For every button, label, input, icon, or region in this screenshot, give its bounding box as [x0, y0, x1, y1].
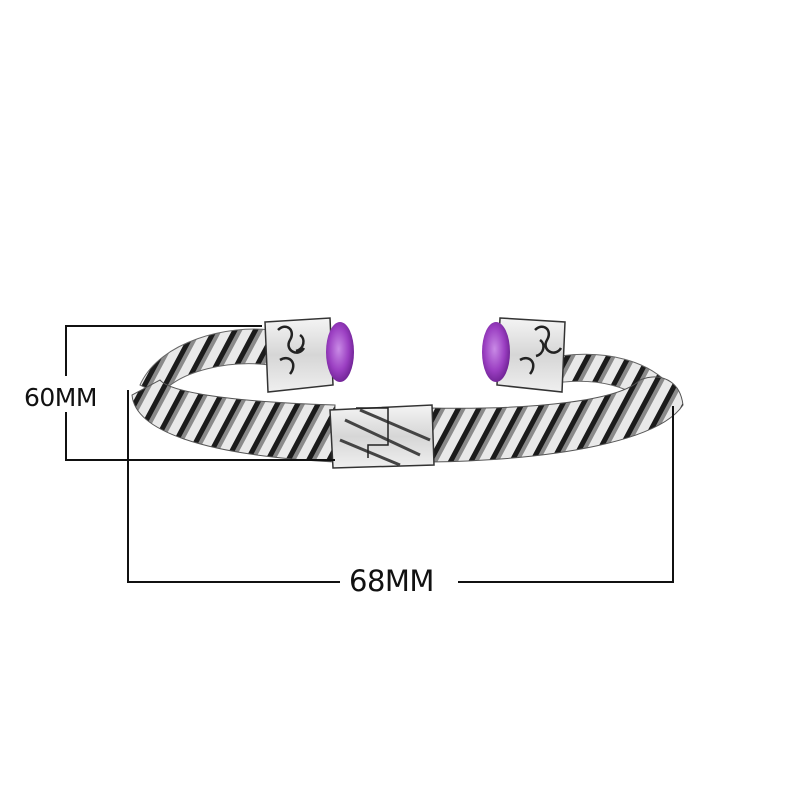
dimension-lines	[65, 325, 674, 583]
width-line-left	[127, 390, 340, 583]
amethyst-stone-left	[326, 322, 354, 382]
width-dimension-label: 68MM	[343, 567, 440, 596]
height-line-bottom	[65, 412, 335, 461]
height-dimension-label: 60MM	[24, 383, 97, 412]
cuff-front-band	[131, 376, 684, 463]
right-end-cap	[482, 317, 566, 393]
amethyst-stone-right	[482, 322, 510, 382]
hinge-block	[329, 404, 435, 469]
left-end-cap	[264, 317, 354, 393]
height-line-top	[65, 325, 262, 376]
width-line-right	[458, 406, 674, 583]
